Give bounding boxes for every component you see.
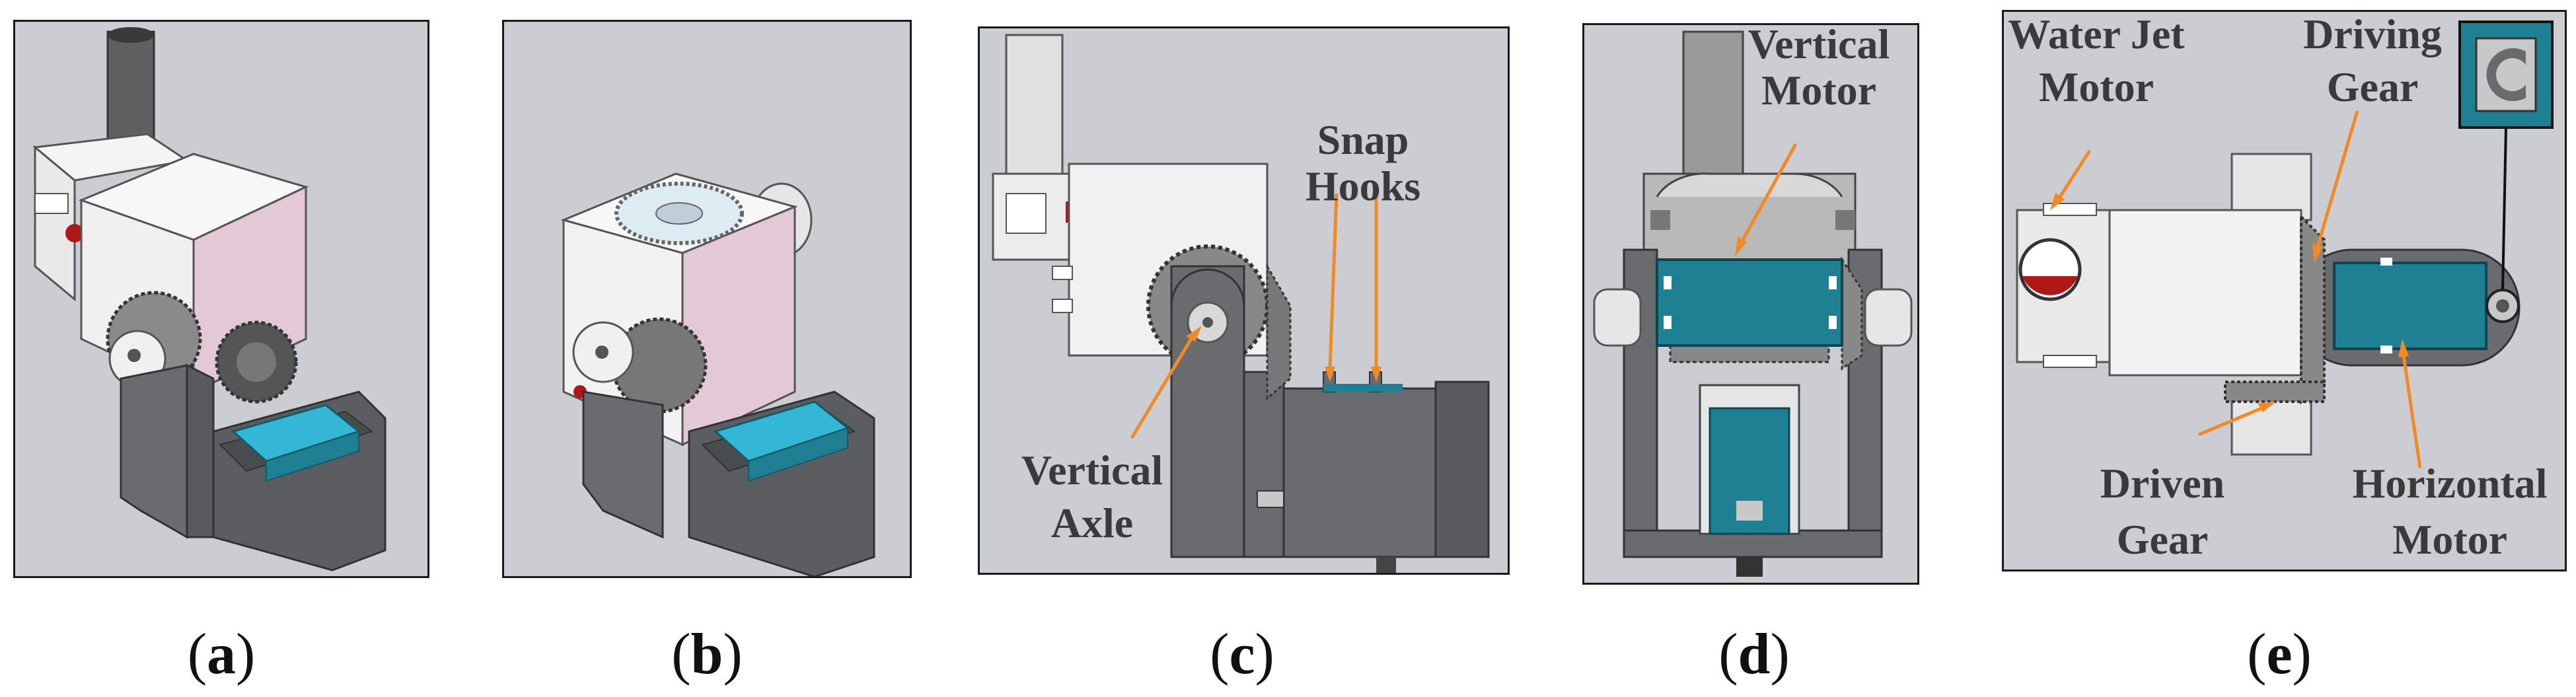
caption-e-letter: e bbox=[2266, 622, 2293, 686]
label-driven-line1: Driven bbox=[2100, 460, 2225, 507]
label-hm-line2: Motor bbox=[2392, 516, 2507, 563]
horizontal-motor bbox=[2333, 262, 2487, 350]
red-nozzle bbox=[65, 224, 84, 242]
label-vmotor-line2: Motor bbox=[1761, 67, 1876, 114]
panel-c-arrows bbox=[1130, 193, 1381, 439]
vertical-motor bbox=[1656, 258, 1843, 347]
panel-a-drawing bbox=[32, 27, 386, 571]
caption-e: (e) bbox=[2247, 622, 2312, 686]
panel-d-drawing: Vertical Motor bbox=[1593, 25, 1913, 577]
label-wjm-line2: Motor bbox=[2039, 63, 2154, 110]
tube bbox=[106, 30, 155, 152]
panel-a bbox=[13, 20, 429, 578]
cube bbox=[2108, 209, 2302, 377]
label-dg-line2: Gear bbox=[2327, 63, 2419, 110]
caption-b-letter: b bbox=[690, 622, 723, 686]
panel-e-arrows bbox=[2050, 110, 2422, 468]
label-driven-line2: Gear bbox=[2117, 516, 2209, 563]
label-dg-line1: Driving bbox=[2303, 12, 2442, 57]
caption-a: (a) bbox=[187, 622, 256, 686]
vertical-gear bbox=[611, 317, 708, 414]
horizontal-motor-end bbox=[1709, 407, 1790, 535]
panel-e-drawing: Water Jet Motor Driving Gear Driven Gear… bbox=[2008, 12, 2554, 563]
label-axle-line2: Axle bbox=[1051, 499, 1133, 546]
panel-c-drawing: Snap Hooks Vertical Axle bbox=[992, 34, 1490, 573]
tube-top bbox=[108, 27, 154, 43]
label-vmotor-line1: Vertical bbox=[1748, 25, 1890, 67]
panel-b-drawing bbox=[560, 172, 875, 576]
caption-c: (c) bbox=[1210, 622, 1274, 686]
panel-b bbox=[502, 20, 912, 578]
caption-d: (d) bbox=[1718, 622, 1790, 686]
panel-d-arrow bbox=[1735, 143, 1798, 256]
panel-c: Snap Hooks Vertical Axle bbox=[978, 26, 1510, 575]
label-snap-line1: Snap bbox=[1317, 116, 1409, 163]
caption-c-letter: c bbox=[1229, 622, 1255, 686]
caption-a-letter: a bbox=[207, 622, 236, 686]
bracket bbox=[120, 364, 188, 539]
tube bbox=[1682, 30, 1744, 178]
label-wjm-line1: Water Jet bbox=[2008, 12, 2185, 57]
panel-d: Vertical Motor bbox=[1582, 23, 1919, 585]
label-hm-line1: Horizontal bbox=[2352, 460, 2547, 507]
label-snap-line2: Hooks bbox=[1306, 163, 1420, 209]
tube bbox=[1005, 34, 1064, 182]
label-axle-line1: Vertical bbox=[1021, 447, 1163, 494]
caption-b: (b) bbox=[671, 622, 743, 686]
motor-housing bbox=[1282, 387, 1444, 558]
driven-gear bbox=[2224, 381, 2326, 403]
panel-e: Water Jet Motor Driving Gear Driven Gear… bbox=[2002, 10, 2567, 571]
caption-d-letter: d bbox=[1738, 622, 1771, 686]
bracket bbox=[582, 390, 664, 539]
